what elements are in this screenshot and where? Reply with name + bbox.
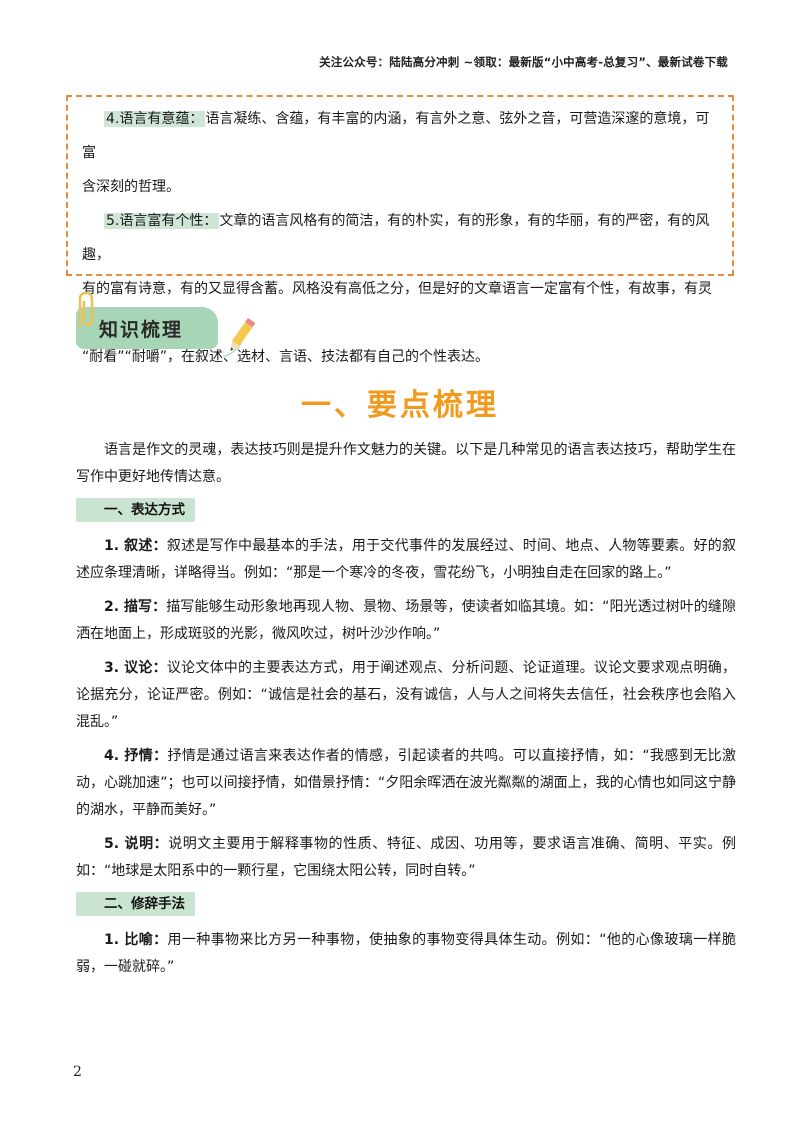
page-number: 2: [73, 1064, 82, 1080]
item-text: 说明文主要用于解释事物的性质、特征、成因、功用等，要求语言准确、简明、平实。例如…: [76, 836, 737, 879]
tip-item-5: 5.语言富有个性：文章的语言风格有的简洁，有的朴实，有的形象，有的华丽，有的严密…: [82, 204, 718, 272]
section-banner: 知识梳理: [76, 291, 266, 361]
list-item: 2. 描写：描写能够生动形象地再现人物、景物、场景等，使读者如临其境。如：“阳光…: [76, 594, 736, 648]
item-text: 抒情是通过语言来表达作者的情感，引起读者的共鸣。可以直接抒情，如：“我感到无比激…: [76, 748, 736, 818]
list-item: 4. 抒情：抒情是通过语言来表达作者的情感，引起读者的共鸣。可以直接抒情，如：“…: [76, 743, 736, 824]
banner-tab: [76, 307, 218, 349]
item-text: 描写能够生动形象地再现人物、景物、场景等，使读者如临其境。如：“阳光透过树叶的缝…: [76, 599, 736, 642]
item-text: 用一种事物来比方另一种事物，使抽象的事物变得具体生动。例如：“他的心像玻璃一样脆…: [76, 932, 736, 975]
item-term: 1. 比喻：: [104, 932, 168, 948]
tip-item-5-cont2: “耐看”“耐嚼”，在叙述、选材、言语、技法都有自己的个性表达。: [82, 349, 490, 365]
item-term: 4. 抒情：: [104, 748, 168, 764]
banner-title: 知识梳理: [99, 319, 184, 341]
page-header: 关注公众号：陆陆高分冲刺 ~领取：最新版“小中高考-总复习”、最新试卷下载: [319, 55, 728, 69]
tip-item-4-text: 语言凝练、含蕴，有丰富的内涵，有言外之意、弦外之音，可营造深邃的意境，可富: [82, 111, 710, 161]
item-term: 3. 议论：: [104, 660, 167, 676]
item-term: 2. 描写：: [104, 599, 167, 615]
body-content: 语言是作文的灵魂，表达技巧则是提升作文魅力的关键。以下是几种常见的语言表达技巧，…: [76, 437, 736, 988]
tip-item-4-cont: 含深刻的哲理。: [82, 179, 180, 195]
list-item: 5. 说明：说明文主要用于解释事物的性质、特征、成因、功用等，要求语言准确、简明…: [76, 831, 736, 885]
main-title: 一、要点梳理: [301, 388, 499, 423]
list-item: 1. 叙述：叙述是写作中最基本的手法，用于交代事件的发展经过、时间、地点、人物等…: [76, 533, 736, 587]
item-term: 5. 说明：: [104, 836, 169, 852]
list-item: 1. 比喻：用一种事物来比方另一种事物，使抽象的事物变得具体生动。例如：“他的心…: [76, 927, 736, 981]
item-term: 1. 叙述：: [104, 538, 167, 554]
tip-item-5-text: 文章的语言风格有的简洁，有的朴实，有的形象，有的华丽，有的严密，有的风趣，: [82, 213, 710, 263]
tip-item-5-label: 5.语言富有个性：: [104, 213, 220, 229]
tip-item-4: 4.语言有意蕴：语言凝练、含蕴，有丰富的内涵，有言外之意、弦外之音，可营造深邃的…: [82, 102, 718, 170]
intro-paragraph: 语言是作文的灵魂，表达技巧则是提升作文魅力的关键。以下是几种常见的语言表达技巧，…: [76, 442, 736, 485]
section-2-heading: 二、修辞手法: [76, 892, 195, 916]
item-text: 叙述是写作中最基本的手法，用于交代事件的发展经过、时间、地点、人物等要素。好的叙…: [76, 538, 736, 581]
section-1-heading: 一、表达方式: [76, 498, 195, 522]
tip-item-4-label: 4.语言有意蕴：: [104, 111, 206, 127]
list-item: 3. 议论：议论文体中的主要表达方式，用于阐述观点、分析问题、论证道理。议论文要…: [76, 655, 736, 736]
item-text: 议论文体中的主要表达方式，用于阐述观点、分析问题、论证道理。议论文要求观点明确，…: [76, 660, 736, 730]
paperclip-icon: [78, 291, 94, 327]
pencil-icon: [222, 317, 256, 358]
tip-box: 4.语言有意蕴：语言凝练、含蕴，有丰富的内涵，有言外之意、弦外之音，可营造深邃的…: [66, 95, 734, 365]
